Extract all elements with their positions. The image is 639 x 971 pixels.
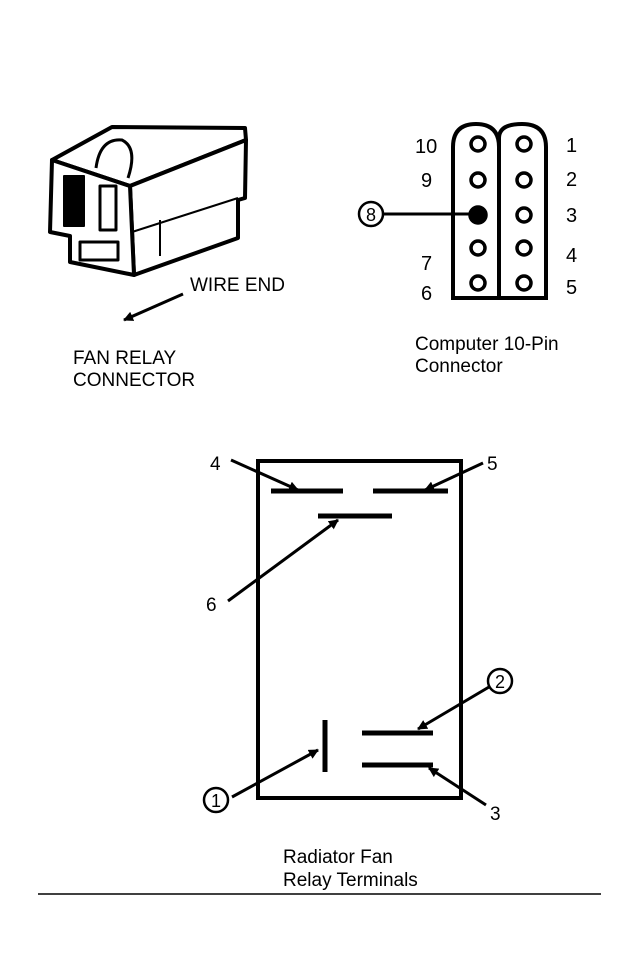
pin-8-filled <box>468 205 488 225</box>
relay-leader-arrows <box>227 458 490 807</box>
fan-relay-caption-line2: CONNECTOR <box>73 370 196 391</box>
terminal-label-3: 3 <box>490 804 501 825</box>
terminal-label-2: 2 <box>495 672 505 692</box>
terminal-label-5: 5 <box>487 454 498 475</box>
pin-label-1: 1 <box>566 135 577 157</box>
computer-connector-caption-line2: Connector <box>415 356 503 377</box>
terminal-label-4: 4 <box>210 454 221 475</box>
pin-label-7: 7 <box>421 253 432 275</box>
wire-end-label: WIRE END <box>190 275 285 296</box>
connector-pins <box>468 135 533 292</box>
terminal-label-6: 6 <box>206 595 217 616</box>
terminal-label-1: 1 <box>211 791 221 811</box>
terminal-1-callout-circle <box>202 786 230 814</box>
wire-end-arrow <box>123 292 184 322</box>
fan-relay-connector-drawing <box>48 125 248 277</box>
relay-terminals-caption-line2: Relay Terminals <box>283 870 418 891</box>
pin-label-2: 2 <box>566 169 577 191</box>
relay-terminals-caption-line1: Radiator Fan <box>283 847 393 868</box>
pin-label-3: 3 <box>566 205 577 227</box>
pin-label-10: 10 <box>415 136 437 158</box>
pin-label-8: 8 <box>366 205 376 225</box>
pin-label-9: 9 <box>421 170 432 192</box>
fan-relay-caption-line1: FAN RELAY <box>73 348 177 369</box>
pin-label-6: 6 <box>421 283 432 305</box>
computer-connector-caption-line1: Computer 10-Pin <box>415 334 559 355</box>
relay-contacts <box>271 488 448 772</box>
relay-body <box>256 459 463 800</box>
pin-label-4: 4 <box>566 245 577 267</box>
computer-10-pin-connector-drawing <box>451 121 548 300</box>
pin-label-5: 5 <box>566 277 577 299</box>
terminal-2-callout-circle <box>486 667 514 695</box>
